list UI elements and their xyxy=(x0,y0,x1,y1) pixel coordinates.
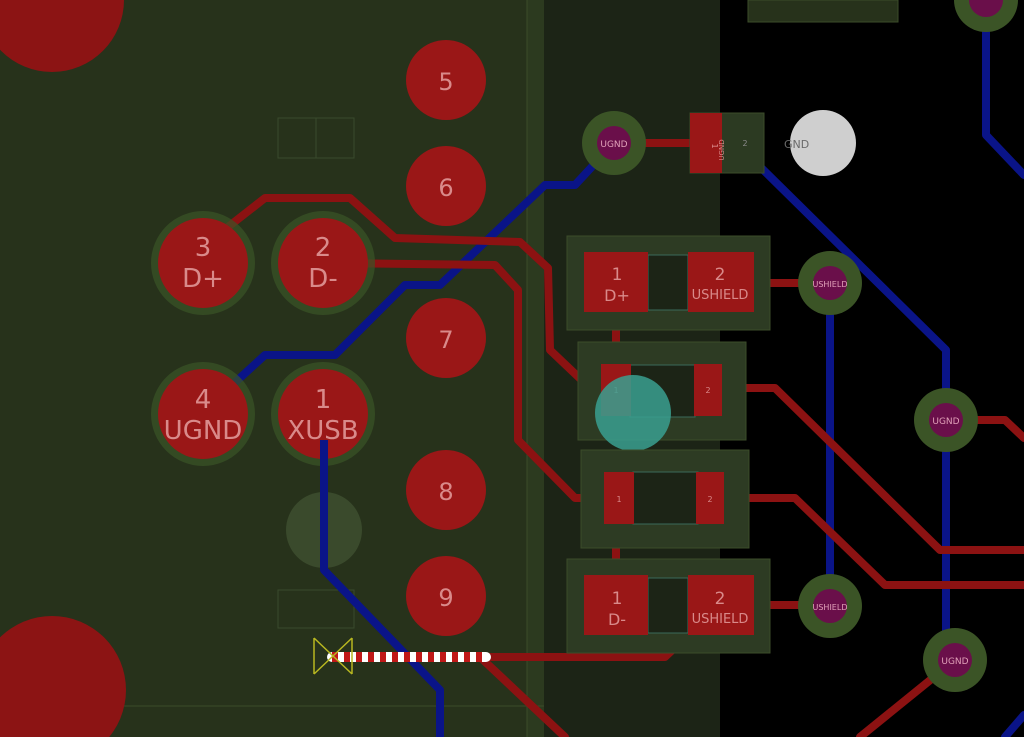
mount-pad-5[interactable]: 5 xyxy=(406,40,486,120)
svg-text:UGND: UGND xyxy=(600,140,627,150)
svg-text:2: 2 xyxy=(742,139,747,148)
svg-text:2: 2 xyxy=(705,386,710,395)
svg-text:1: 1 xyxy=(710,143,719,148)
svg-text:2: 2 xyxy=(315,233,332,263)
connector-pin-4[interactable]: 4 UGND xyxy=(151,362,255,466)
svg-text:USHIELD: USHIELD xyxy=(813,280,848,289)
zone-edge-strip xyxy=(527,0,544,737)
resistor-top[interactable]: 1 D+ 2 USHIELD xyxy=(566,235,771,331)
mount-pad-7[interactable]: 7 xyxy=(406,298,486,378)
mount-pad-8[interactable]: 8 xyxy=(406,450,486,530)
track-marker-icon xyxy=(313,637,353,675)
svg-text:D+: D+ xyxy=(604,286,630,305)
svg-text:USHIELD: USHIELD xyxy=(692,288,749,303)
svg-text:1: 1 xyxy=(612,589,623,609)
svg-text:1: 1 xyxy=(315,385,332,415)
mount-hole-bottom-left xyxy=(0,616,126,737)
svg-text:D-: D- xyxy=(308,264,337,294)
svg-text:9: 9 xyxy=(438,584,453,612)
via-top-right[interactable] xyxy=(954,0,1018,32)
svg-text:D-: D- xyxy=(608,610,626,629)
connector-pin-3[interactable]: 3 D+ xyxy=(151,211,255,315)
svg-text:6: 6 xyxy=(438,174,453,202)
svg-text:3: 3 xyxy=(195,233,212,263)
svg-text:USHIELD: USHIELD xyxy=(692,612,749,627)
silkscreen-outlines xyxy=(277,117,355,629)
small-part-2[interactable]: 1 2 xyxy=(580,449,750,549)
mount-pad-6[interactable]: 6 xyxy=(406,146,486,226)
top-component[interactable]: 1 UGND 2 xyxy=(689,112,765,174)
via-ugnd-right-2[interactable]: UGND xyxy=(923,628,987,692)
svg-text:1: 1 xyxy=(616,495,621,504)
teal-hole xyxy=(595,375,671,451)
npth-hole: GND xyxy=(784,110,856,176)
mount-hole-top-left xyxy=(0,0,124,72)
mount-pad-9[interactable]: 9 xyxy=(406,556,486,636)
connector-pin-1[interactable]: 1 XUSB xyxy=(271,362,375,466)
resistor-bottom[interactable]: 1 D- 2 USHIELD xyxy=(566,558,771,654)
svg-text:5: 5 xyxy=(438,68,453,96)
footprint-top-right xyxy=(747,0,899,23)
svg-text:8: 8 xyxy=(438,478,453,506)
svg-text:7: 7 xyxy=(438,326,453,354)
svg-text:2: 2 xyxy=(715,589,726,609)
svg-text:2: 2 xyxy=(707,495,712,504)
via-ugnd-right-1[interactable]: UGND xyxy=(914,388,978,452)
svg-text:UGND: UGND xyxy=(932,417,959,427)
svg-text:USHIELD: USHIELD xyxy=(813,603,848,612)
via-ushield-2[interactable]: USHIELD xyxy=(798,574,862,638)
svg-text:4: 4 xyxy=(195,385,212,415)
via-ushield-1[interactable]: USHIELD xyxy=(798,251,862,315)
svg-text:D+: D+ xyxy=(182,264,224,294)
svg-text:UGND: UGND xyxy=(941,657,968,667)
svg-text:UGND: UGND xyxy=(164,416,243,446)
svg-text:GND: GND xyxy=(784,138,809,151)
via-ugnd-top[interactable]: UGND xyxy=(582,111,646,175)
svg-text:1: 1 xyxy=(612,265,623,285)
connector-pin-2[interactable]: 2 D- xyxy=(271,211,375,315)
svg-text:UGND: UGND xyxy=(718,139,726,160)
svg-text:2: 2 xyxy=(715,265,726,285)
